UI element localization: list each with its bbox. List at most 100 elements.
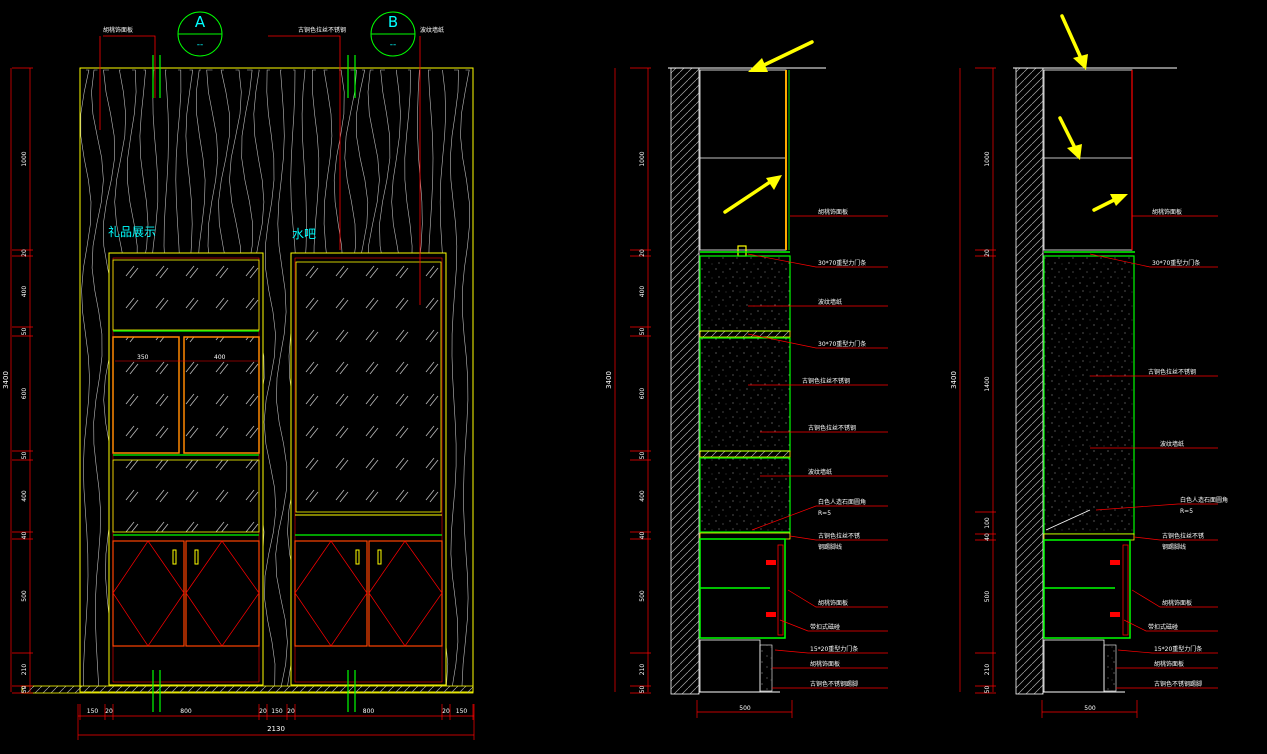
elevation-bottom-dim-3: 20: [259, 708, 267, 715]
section-a-left-dim-7: 40: [639, 532, 646, 540]
gift-base-door-right: [185, 540, 260, 647]
elevation-view: A -- B -- 礼品展示 水吧 胡桃饰面板 古铜色拉丝不锈钢 波纹墙纸 35…: [2, 11, 475, 740]
elevation-left-dim-6: 400: [21, 490, 28, 502]
bar-base-door-right: [368, 540, 443, 647]
section-b-note-4: 白色人造石面圆角: [1180, 496, 1228, 504]
bar-handle-left: [355, 549, 360, 565]
section-a-note-12: 带扣式磁碰: [810, 623, 840, 631]
section-b-note-12: 古铜色不锈钢踢脚: [1154, 680, 1202, 688]
section-b-note-11: 胡桃饰面板: [1154, 660, 1184, 668]
section-b-base: [1043, 539, 1131, 639]
note-walnut-veneer: 胡桃饰面板: [103, 26, 133, 34]
section-b-left-dim-2: 1400: [984, 376, 991, 391]
section-a-left-dim-0: 1000: [639, 151, 646, 166]
section-a-total-height: 3400: [605, 371, 613, 389]
section-a-note-9: 古铜色拉丝不锈: [818, 532, 860, 540]
section-b-note-0: 胡桃饰面板: [1152, 208, 1182, 216]
section-b-note-7: 钢踢脚线: [1162, 543, 1186, 551]
section-a-width: 500: [739, 705, 751, 712]
section-b-left-dim-5: 500: [984, 591, 991, 603]
section-a-note-1: 30*70重型力门条: [818, 259, 866, 267]
section-a-note-13: 15*20重型力门条: [810, 645, 858, 653]
elevation-total-height: 3400: [2, 371, 10, 389]
bar-cabinet-inner: [294, 257, 443, 683]
section-a-note-3: 30*70重型力门条: [818, 340, 866, 348]
section-marker-a-letter: A: [195, 13, 206, 31]
gift-glass-top: [112, 259, 260, 331]
section-a-left-dim-9: 210: [639, 664, 646, 676]
section-a-note-15: 古铜色不锈钢踢脚: [810, 680, 858, 688]
section-b-note-2: 古铜色拉丝不锈钢: [1148, 368, 1196, 376]
annotation-arrows-a: [723, 40, 814, 214]
elevation-bottom-dim-1: 20: [105, 708, 113, 715]
section-a-note-2: 波纹墙纸: [818, 298, 842, 306]
bar-glass-panel: [295, 261, 442, 513]
elevation-bottom-dim-5: 20: [287, 708, 295, 715]
section-marker-a[interactable]: A --: [177, 11, 223, 57]
section-b-left-dim-1: 20: [984, 249, 991, 257]
elevation-left-dim-5: 50: [21, 452, 28, 460]
section-a-left-dim-4: 600: [639, 388, 646, 400]
section-b-note-8: 胡桃饰面板: [1162, 599, 1192, 607]
gift-handle-right: [194, 549, 199, 565]
section-a-note-4: 古铜色拉丝不锈钢: [802, 377, 850, 385]
section-a-left-dim-10: 50: [639, 686, 646, 694]
elevation-left-dim-0: 1000: [21, 151, 28, 166]
elevation-left-dim-8: 500: [21, 590, 28, 602]
label-gift-display: 礼品展示: [108, 224, 156, 239]
elevation-left-dim-4: 600: [21, 388, 28, 400]
section-b-note-9: 带扣式磁碰: [1148, 623, 1178, 631]
section-b-width: 500: [1084, 705, 1096, 712]
elevation-total-width: 2130: [267, 725, 285, 733]
section-a-note-7: 白色人造石面圆角: [818, 498, 866, 506]
section-a-left-dim-1: 20: [639, 249, 646, 257]
section-a-mid-glass: [699, 337, 791, 452]
section-a-view: 胡桃饰面板30*70重型力门条波纹墙纸30*70重型力门条古铜色拉丝不锈钢古铜色…: [605, 40, 888, 718]
section-a-note-6: 波纹墙纸: [808, 468, 832, 476]
label-water-bar: 水吧: [292, 227, 316, 241]
gift-glass-door-left: [112, 336, 180, 454]
gift-handle-left: [172, 549, 177, 565]
elevation-bottom-dim-4: 150: [271, 708, 283, 715]
section-b-panel: [1043, 255, 1135, 535]
note-bronze-steel: 古铜色拉丝不锈钢: [298, 26, 346, 34]
section-a-left-dim-5: 50: [639, 452, 646, 460]
section-b-note-1: 30*70重型力门条: [1152, 259, 1200, 267]
section-b-note-3: 波纹墙纸: [1160, 440, 1184, 448]
section-a-left-dim-6: 400: [639, 490, 646, 502]
section-marker-b-letter: B: [388, 13, 398, 31]
elevation-bottom-dim-0: 150: [87, 708, 99, 715]
section-a-note-5: 古铜色拉丝不锈钢: [808, 424, 856, 432]
elevation-skirting: [21, 685, 474, 694]
section-a-note-11: 胡桃饰面板: [818, 599, 848, 607]
section-b-left-dim-6: 210: [984, 664, 991, 676]
elevation-left-dim-2: 400: [21, 286, 28, 298]
section-b-left-dim-0: 1000: [984, 151, 991, 166]
annotation-arrows-b: [1058, 14, 1128, 212]
gift-glass-door-right: [183, 336, 260, 454]
section-b-left-dim-4: 40: [984, 533, 991, 541]
gift-glass-lower: [112, 459, 260, 533]
section-a-note-8: R=5: [818, 510, 831, 517]
section-a-left-dim-3: 50: [639, 328, 646, 336]
note-wallpaper: 波纹墙纸: [420, 26, 444, 34]
section-marker-a-sub: --: [197, 40, 204, 50]
section-marker-b[interactable]: B --: [370, 11, 416, 57]
section-a-upper-glass: [699, 255, 791, 332]
section-marker-b-sub: --: [390, 40, 397, 50]
elevation-bottom-dim-2: 800: [180, 708, 192, 715]
section-a-left-dim-2: 400: [639, 286, 646, 298]
bar-handle-right: [377, 549, 382, 565]
elevation-left-dim-9: 210: [21, 664, 28, 676]
elevation-left-dim-10: 50: [21, 686, 28, 694]
elevation-bottom-dim-8: 150: [456, 708, 468, 715]
gift-base-door-left: [112, 540, 185, 647]
section-a-wall: [670, 67, 700, 695]
section-b-note-5: R=5: [1180, 508, 1193, 515]
section-b-total-height: 3400: [950, 371, 958, 389]
section-a-note-0: 胡桃饰面板: [818, 208, 848, 216]
elevation-bottom-dim-6: 800: [363, 708, 375, 715]
